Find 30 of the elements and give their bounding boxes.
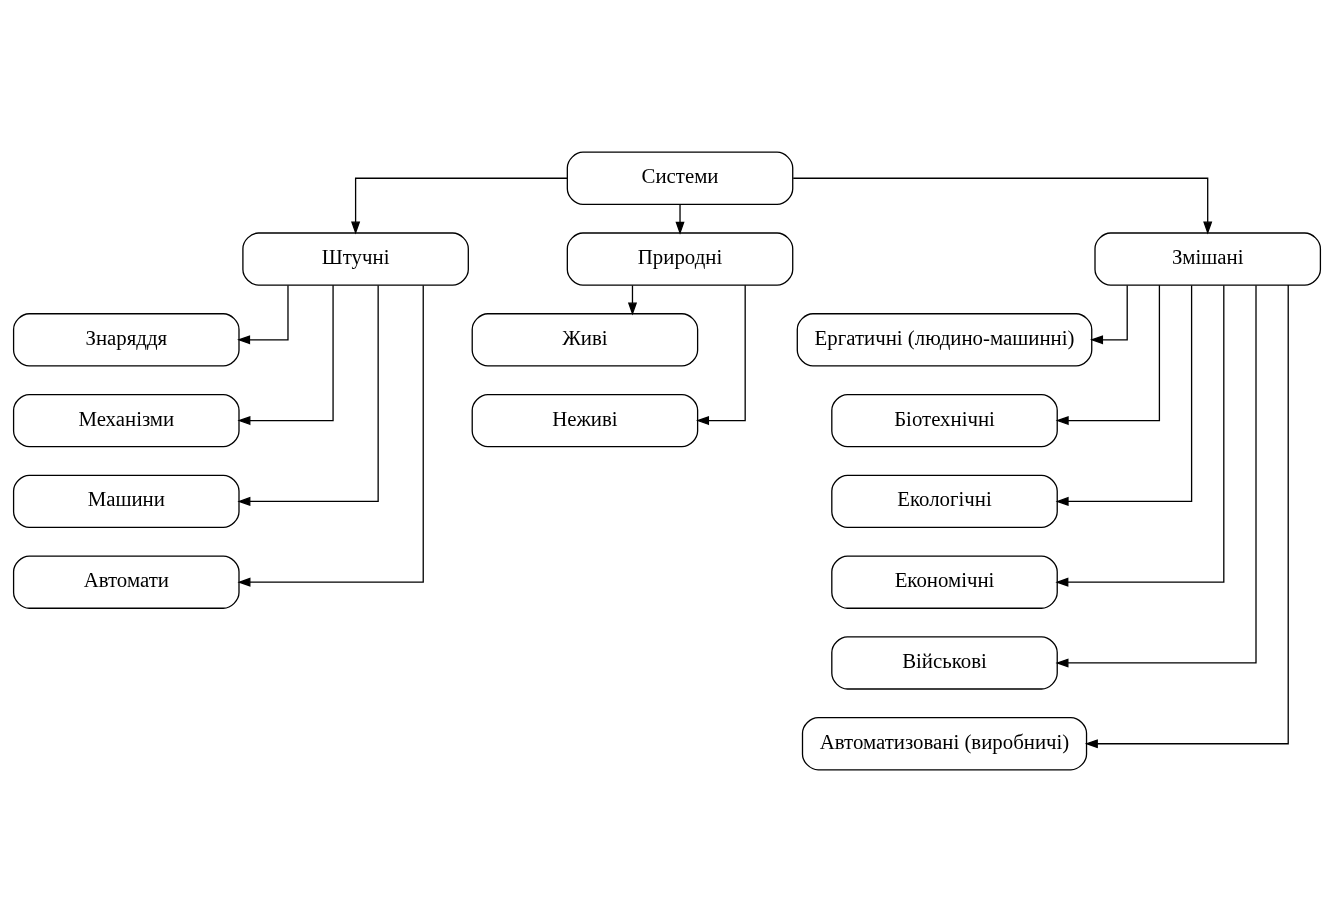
arrow xyxy=(1090,284,1128,345)
node-box: Живі xyxy=(471,313,699,367)
node-box: Штучні xyxy=(242,232,469,286)
node-box: Неживі xyxy=(471,393,699,448)
node-box: Машини xyxy=(12,474,240,529)
arrow xyxy=(237,284,379,506)
node-box: Механізми xyxy=(12,393,240,448)
arrow xyxy=(675,204,685,235)
node-box: Біотехнічні xyxy=(831,393,1058,448)
node-box: Автомати xyxy=(12,555,240,609)
arrow xyxy=(1055,284,1161,426)
arrow xyxy=(1055,284,1225,587)
node-box: Екологічні xyxy=(831,474,1058,529)
arrow xyxy=(351,177,568,235)
node-box: Ергатичні (людино-машинні) xyxy=(796,313,1093,367)
arrow xyxy=(1084,284,1289,749)
arrow xyxy=(237,284,334,426)
arrow xyxy=(237,284,289,345)
arrow xyxy=(237,284,424,587)
node-box: Автоматизовані (виробничі) xyxy=(801,717,1088,771)
node-box: Змішані xyxy=(1094,232,1322,286)
arrow xyxy=(792,177,1213,235)
node-box: Економічні xyxy=(831,555,1058,609)
node-box: Військові xyxy=(831,636,1058,690)
node-box: Знаряддя xyxy=(12,313,240,367)
arrow xyxy=(696,284,746,426)
arrow xyxy=(1055,284,1257,668)
node-box: Системи xyxy=(566,151,794,205)
arrow xyxy=(1055,284,1193,506)
node-box: Природні xyxy=(566,232,794,286)
